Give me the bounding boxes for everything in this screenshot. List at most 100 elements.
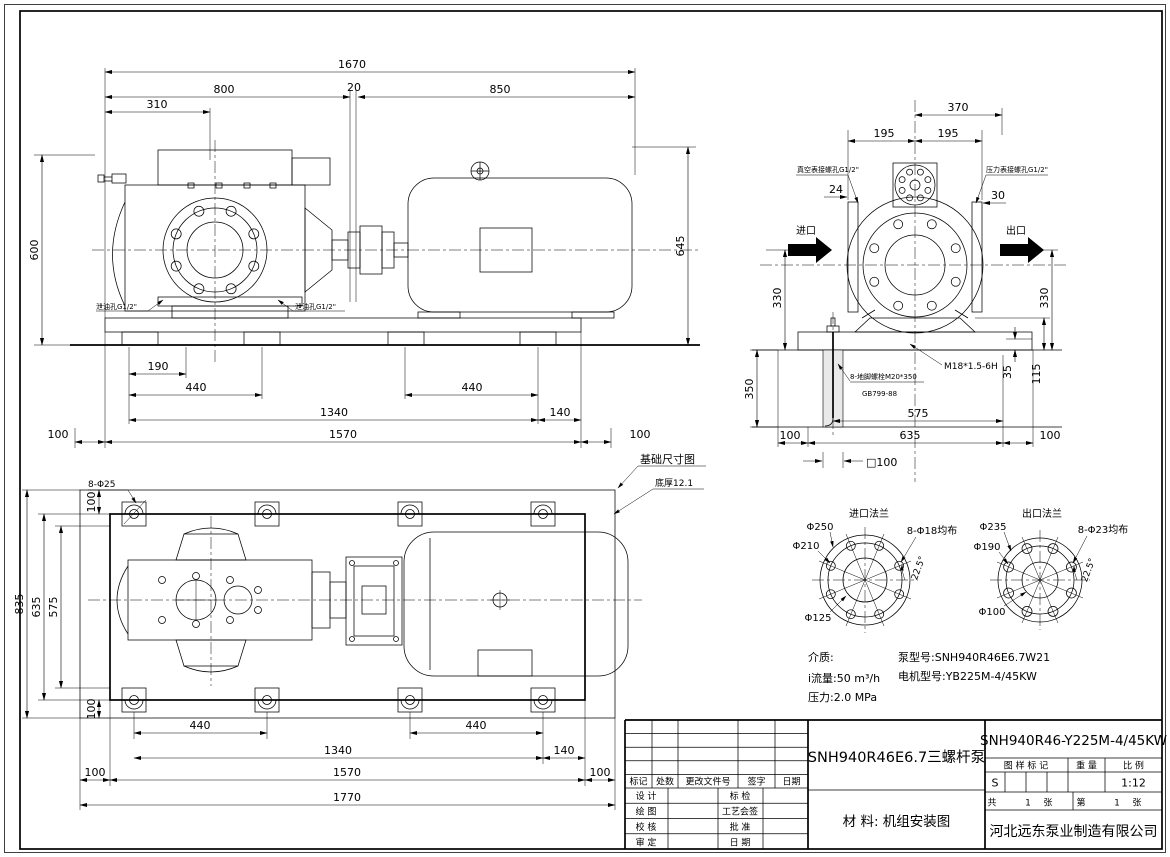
dim-35: 35 (1001, 365, 1014, 379)
mark-header: 图 样 标 记 (1004, 760, 1049, 772)
role-draw: 绘 图 (636, 806, 657, 818)
dim-p635: 635 (30, 597, 43, 618)
dim-p1340: 1340 (324, 744, 352, 757)
role-std-check: 标 检 (730, 790, 751, 802)
drain-label-left: 泄油孔G1/2" (96, 302, 137, 311)
casing-bolts (869, 219, 961, 311)
sheets-label: 共 (987, 798, 996, 809)
note-pressure: 压力:2.0 MPa (808, 691, 877, 704)
outlet-flange-bolts (1003, 543, 1077, 617)
dim-1770: 1770 (333, 791, 361, 804)
dim-195b: 195 (938, 127, 959, 140)
dim-195a: 195 (874, 127, 895, 140)
dim-850: 850 (490, 83, 511, 96)
role-design: 设 计 (636, 790, 657, 802)
inlet-arrow (788, 237, 832, 263)
dim-p140: 140 (554, 744, 575, 757)
inlet-dia-bolt: Φ210 (793, 541, 820, 552)
rev-header-date: 日期 (782, 777, 800, 788)
dim-350: 350 (743, 379, 756, 400)
dim-100t: 100 (85, 492, 98, 513)
outlet-flange-title: 出口法兰 (1022, 507, 1062, 520)
outlet-arrow (1000, 237, 1044, 263)
outlet-dia-bolt: Φ190 (974, 542, 1001, 553)
role-date: 日 期 (730, 838, 751, 849)
sheet-border (4, 4, 1166, 853)
rev-header-mark: 标记 (629, 776, 647, 788)
role-ratify: 批 准 (730, 821, 751, 833)
dim-330l: 330 (771, 288, 784, 309)
weight-header: 重 量 (1076, 760, 1097, 772)
note-motor-model: 电机型号:YB225M-4/45KW (898, 669, 1037, 683)
outlet-dia-inner: Φ100 (979, 607, 1006, 618)
anchor-bolt-label: 8-地脚螺栓M20*350 (850, 372, 917, 381)
dim-310: 310 (147, 98, 168, 111)
title-block: 标记 处数 更改文件号 签字 日期 设 计 绘 图 校 核 审 定 标 检 工艺… (624, 719, 1167, 849)
thread-label: M18*1.5-6H (944, 362, 998, 372)
dim-1670: 1670 (338, 58, 366, 71)
dim-100fl: 100 (780, 429, 801, 442)
inlet-dia-outer: Φ250 (807, 522, 834, 533)
dim-645: 645 (674, 236, 687, 257)
dim-800: 800 (214, 83, 235, 96)
front-view: 进口 出口 370 195 195 真空表接螺孔G1/2" 压力表接螺孔G1/2… (743, 100, 1068, 482)
inlet-dia-inner: Φ125 (805, 613, 832, 624)
sheets-count: 1 (1025, 799, 1031, 809)
dim-p100l: 100 (85, 766, 106, 779)
dim-575: 575 (908, 407, 929, 420)
side-view: 1670 800 20 850 310 600 645 190 440 440 … (28, 58, 700, 448)
dim-190: 190 (148, 360, 169, 373)
vacuum-gauge-label: 真空表接螺孔G1/2" (797, 165, 859, 174)
role-process-sign: 工艺会签 (722, 806, 758, 818)
pressure-gauge-label: 压力表接螺孔G1/2" (986, 165, 1048, 174)
dim-100b: 100 (85, 699, 98, 720)
outlet-holes-label: 8-Φ23均布 (1078, 524, 1129, 536)
dim-140: 140 (550, 406, 571, 419)
inlet-flange-title: 进口法兰 (849, 507, 889, 520)
rev-header-doc: 更改文件号 (685, 776, 730, 788)
dim-330r: 330 (1038, 288, 1051, 309)
note-pump-model: 泵型号:SNH940R46E6.7W21 (898, 650, 1050, 664)
dim-600: 600 (28, 240, 41, 261)
material-label: 材 料: 机组安装图 (843, 814, 951, 830)
plan-view: 8-Φ25 基础尺寸图 底厚12.1 835 635 575 100 100 4… (13, 452, 706, 810)
dim-440a: 440 (186, 381, 207, 394)
outlet-label: 出口 (1006, 224, 1026, 237)
top-flange-bolts (898, 168, 932, 202)
dim-24: 24 (829, 183, 843, 196)
inlet-angle: 22.5° (910, 555, 928, 581)
plan-holes-label: 8-Φ25 (88, 480, 116, 490)
part-name: SNH940R46E6.7三螺杆泵 (808, 749, 985, 766)
dim-100l: 100 (48, 428, 69, 441)
scale-value: 1:12 (1121, 777, 1146, 790)
dim-440b: 440 (462, 381, 483, 394)
outlet-dia-outer: Φ235 (980, 522, 1007, 533)
sheet-label: 第 (1076, 797, 1085, 809)
dim-p100r: 100 (590, 766, 611, 779)
pump-flange-bolts (170, 205, 260, 295)
outlet-flange-detail: 出口法兰 Φ235 Φ190 Φ100 8-Φ23均布 22.5° (974, 507, 1129, 630)
dim-sq100: □100 (866, 456, 897, 469)
sheet-count: 1 (1114, 799, 1120, 809)
inlet-label: 进口 (796, 225, 816, 237)
dim-1340: 1340 (320, 406, 348, 419)
dim-30: 30 (991, 189, 1005, 202)
dim-p1570: 1570 (333, 766, 361, 779)
rev-header-sign: 签字 (747, 776, 765, 788)
outlet-angle: 22.5° (1080, 557, 1098, 583)
role-check: 校 核 (636, 821, 657, 833)
dim-115: 115 (1030, 364, 1043, 385)
dim-100r: 100 (630, 428, 651, 441)
drawing-code: SNH940R46-Y225M-4/45KW (980, 733, 1167, 749)
base-thickness-note: 底厚12.1 (655, 477, 693, 489)
dim-835: 835 (13, 594, 26, 615)
dim-100fr: 100 (1040, 429, 1061, 442)
dim-p440a: 440 (190, 719, 211, 732)
dim-1570: 1570 (329, 428, 357, 441)
dim-p440b: 440 (466, 719, 487, 732)
foundation-title: 基础尺寸图 (640, 452, 695, 466)
inlet-holes-label: 8-Φ18均布 (907, 525, 958, 537)
inlet-flange-detail: 进口法兰 Φ250 Φ210 Φ125 8-Φ18均布 22.5° (793, 507, 958, 633)
